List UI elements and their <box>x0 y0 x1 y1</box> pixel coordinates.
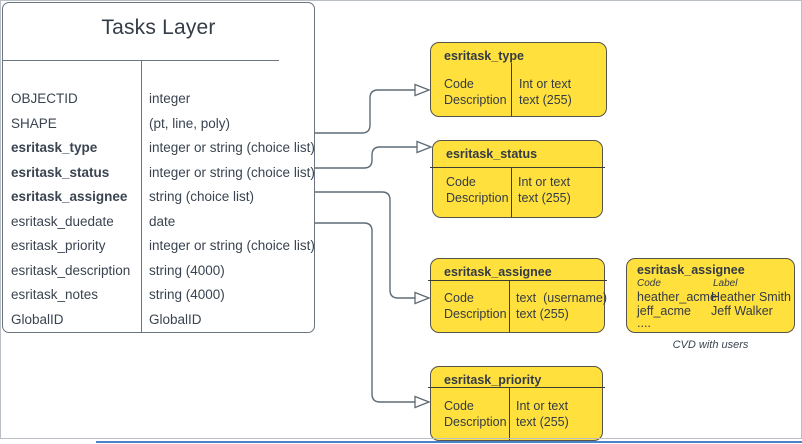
field-type: string (choice list) <box>149 189 255 204</box>
column-divider <box>141 60 142 332</box>
connector-status <box>315 146 417 169</box>
cvd-title: esritask_assignee <box>637 263 745 277</box>
field-name: esritask_description <box>11 262 131 278</box>
field-name: esritask_type <box>11 140 98 155</box>
field-name: esritask_priority <box>11 238 106 253</box>
tasks-layer-table: Tasks Layer OBJECTID SHAPE esritask_type… <box>2 2 315 333</box>
domain-column-divider <box>511 63 512 116</box>
tasks-layer-title: Tasks Layer <box>101 16 216 39</box>
cvd-caption: CVD with users <box>672 339 749 351</box>
domain-column-divider <box>509 280 510 332</box>
field-type: string (4000) <box>149 262 225 278</box>
domain-column-divider <box>511 167 512 217</box>
arrowhead-priority-icon <box>414 395 431 409</box>
connector-priority <box>315 222 415 403</box>
domain-title: esritask_priority <box>444 373 542 387</box>
field-name: esritask_duedate <box>11 213 114 229</box>
domain-title-divider <box>428 387 605 388</box>
field-type: integer or string (choice list) <box>149 238 315 253</box>
field-type: string (4000) <box>149 287 225 302</box>
field-type: (pt, line, poly) <box>149 115 231 131</box>
field-name: GlobalID <box>11 311 64 327</box>
domain-title: esritask_status <box>446 147 538 161</box>
field-name-column: OBJECTID SHAPE esritask_type esritask_st… <box>11 87 130 332</box>
field-type-column: integer (pt, line, poly) integer or stri… <box>149 87 315 332</box>
field-name: esritask_assignee <box>11 189 128 204</box>
domain-right-column: text (username)text (255) <box>516 291 608 321</box>
connector-assignee <box>315 191 415 299</box>
domain-title: esritask_type <box>444 49 524 63</box>
arrowhead-assignee-icon <box>414 291 431 305</box>
domain-column-divider <box>509 387 510 440</box>
cvd-code-header: Code <box>637 278 661 289</box>
field-name: esritask_notes <box>11 287 99 302</box>
arrowhead-status-icon <box>416 140 433 154</box>
connector-type <box>315 89 415 134</box>
field-type: GlobalID <box>149 311 202 327</box>
domain-title: esritask_assignee <box>444 265 552 279</box>
field-type: integer or string (choice list) <box>149 140 315 155</box>
field-name: OBJECTID <box>11 91 78 106</box>
field-name: esritask_status <box>11 164 110 180</box>
arrowhead-type-icon <box>414 83 431 97</box>
field-type: integer or string (choice list) <box>149 164 315 180</box>
field-type: date <box>149 213 176 229</box>
cvd-example-box: esritask_assignee Code Label heather_acm… <box>626 258 795 333</box>
field-name: SHAPE <box>11 115 57 131</box>
domain-title-divider <box>430 167 605 168</box>
cvd-label-header: Label <box>713 278 738 289</box>
domain-title-divider <box>428 280 607 281</box>
field-type: integer <box>149 91 191 106</box>
bottom-edge-line <box>96 441 802 443</box>
